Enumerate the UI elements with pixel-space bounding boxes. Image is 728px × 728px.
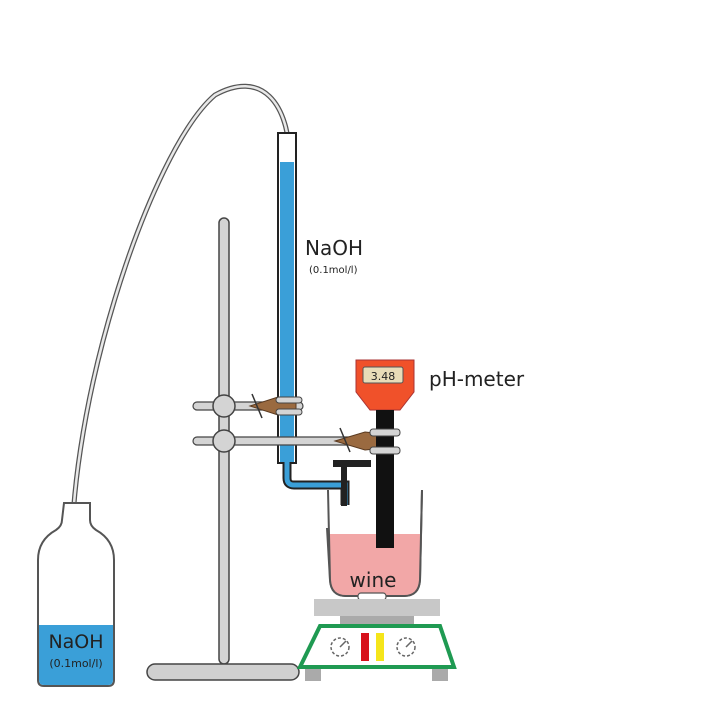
burette-solution [280,162,294,462]
bottle-label-concentration: (0.1mol/l) [49,657,102,670]
ph-meter [355,359,415,548]
feed-tube [69,83,293,591]
naoh-bottle [37,502,115,687]
lower-clamp [192,427,386,453]
stirrer-knob-right[interactable] [396,637,416,657]
upper-clamp [192,393,304,419]
ph-electrode [376,410,394,548]
bottle-label-name: NaOH [48,631,103,653]
beaker [326,489,423,601]
stirrer-yellow-indicator [376,633,384,661]
stand-base [146,663,300,681]
bottle-solution [39,625,113,685]
ph-reading: 3.48 [371,370,396,383]
stirrer-knob-left[interactable] [330,637,350,657]
ph-display [362,366,404,384]
stirrer-red-indicator [361,633,369,661]
burette-label-concentration: (0.1mol/l) [309,265,358,276]
ph-meter-label: pH-meter [429,367,525,391]
wine-liquid [329,534,422,596]
burette-label-name: NaOH [305,236,363,260]
magnetic-stirrer [296,599,457,681]
stopcock [333,460,371,467]
beaker-label: wine [350,568,397,592]
burette [277,132,371,506]
